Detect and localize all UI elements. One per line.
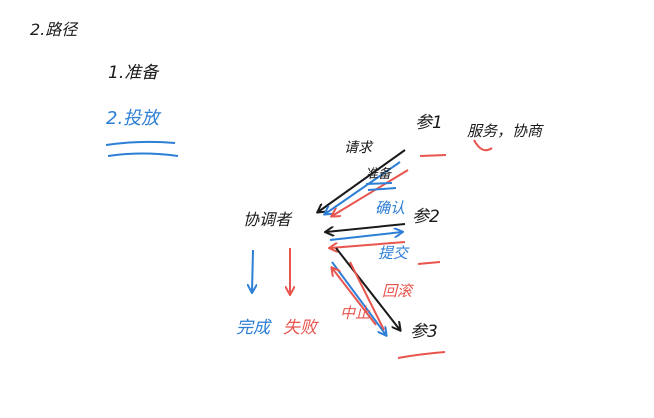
commit-label: 提交 — [378, 244, 410, 262]
request-label: 请求 — [344, 140, 374, 156]
complete-outcome-label: 完成 — [236, 318, 273, 338]
rollback-label: 回滚 — [382, 282, 414, 300]
coordinator-label: 协调者 — [243, 210, 293, 229]
arrow-p2-to-coordinator-red — [330, 241, 406, 248]
arrow-p1-to-coordinator-red — [332, 169, 409, 216]
underline-blue-2 — [107, 152, 179, 157]
arrow-coordinator-to-p3 — [335, 247, 400, 330]
prepare-blue-underline — [365, 182, 397, 191]
arrow-p2-to-coordinator — [326, 223, 406, 232]
fail-outcome-label: 失败 — [283, 318, 319, 338]
arrow-coordinator-to-p2-blue — [329, 232, 402, 241]
participant-2-red-mark — [417, 261, 441, 265]
participant-3-red-mark — [397, 351, 446, 359]
arrow-coordinator-to-p3-blue — [331, 261, 386, 335]
participant-1-label: 参1 — [415, 113, 443, 133]
abort-label: 中止 — [340, 304, 371, 322]
underline-blue-1 — [105, 140, 176, 146]
participant-3-label: 参3 — [410, 322, 438, 342]
arrow-red-parallel — [349, 261, 385, 331]
participant-1-note-red-mark — [473, 139, 493, 152]
participant-2-label: 参2 — [412, 207, 440, 227]
arrow-p1-to-coordinator-blue — [325, 161, 401, 214]
confirm-label: 确认 — [375, 199, 405, 217]
heading-text: 2.路径 — [30, 20, 79, 39]
step-two-label: 2.投放 — [106, 108, 162, 129]
step-one-label: 1.准备 — [108, 63, 160, 83]
arrow-coordinator-to-complete — [252, 249, 253, 292]
participant-1-red-mark — [419, 154, 447, 157]
arrow-p3-to-coordinator-red — [332, 268, 377, 326]
prepare-label: 准备 — [365, 167, 393, 182]
participant-1-note: 服务，协商 — [467, 122, 544, 140]
arrow-p1-to-coordinator — [318, 149, 406, 212]
